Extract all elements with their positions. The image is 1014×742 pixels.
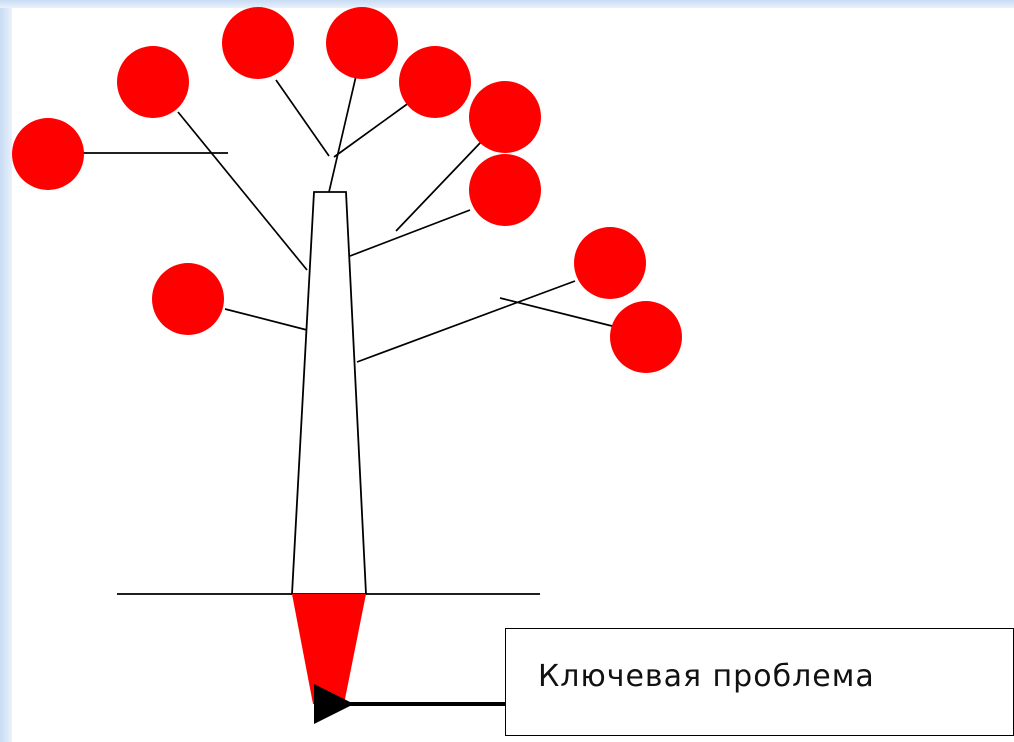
slide-frame-left	[0, 0, 12, 742]
tree-trunk	[291, 191, 367, 595]
tree-root-key-problem	[292, 594, 366, 704]
fruit-10	[610, 301, 682, 373]
fruit-6	[469, 81, 541, 153]
branch-top-right	[333, 101, 411, 158]
fruit-1	[12, 118, 84, 190]
fruit-5	[399, 46, 471, 118]
fruit-9	[574, 227, 646, 299]
branch-top-left	[275, 79, 330, 157]
fruit-2	[117, 46, 189, 118]
branch-right-short	[395, 141, 482, 232]
key-problem-callout: Ключевая проблема	[505, 628, 1014, 736]
slide-frame-top	[0, 0, 1014, 8]
tree-branches	[82, 75, 613, 363]
fruit-8	[152, 263, 224, 335]
fruit-7	[469, 154, 541, 226]
branch-left-diagonal	[177, 111, 308, 271]
key-problem-label: Ключевая проблема	[538, 659, 875, 694]
fruit-4	[326, 7, 398, 79]
tree-fruits	[12, 7, 682, 373]
fruit-3	[222, 7, 294, 79]
branch-right-lower-fork	[499, 297, 613, 327]
branch-right-lower	[356, 280, 576, 363]
branch-top-center	[328, 75, 357, 193]
branch-left-lower	[224, 308, 308, 331]
branch-right-middle	[349, 209, 471, 257]
